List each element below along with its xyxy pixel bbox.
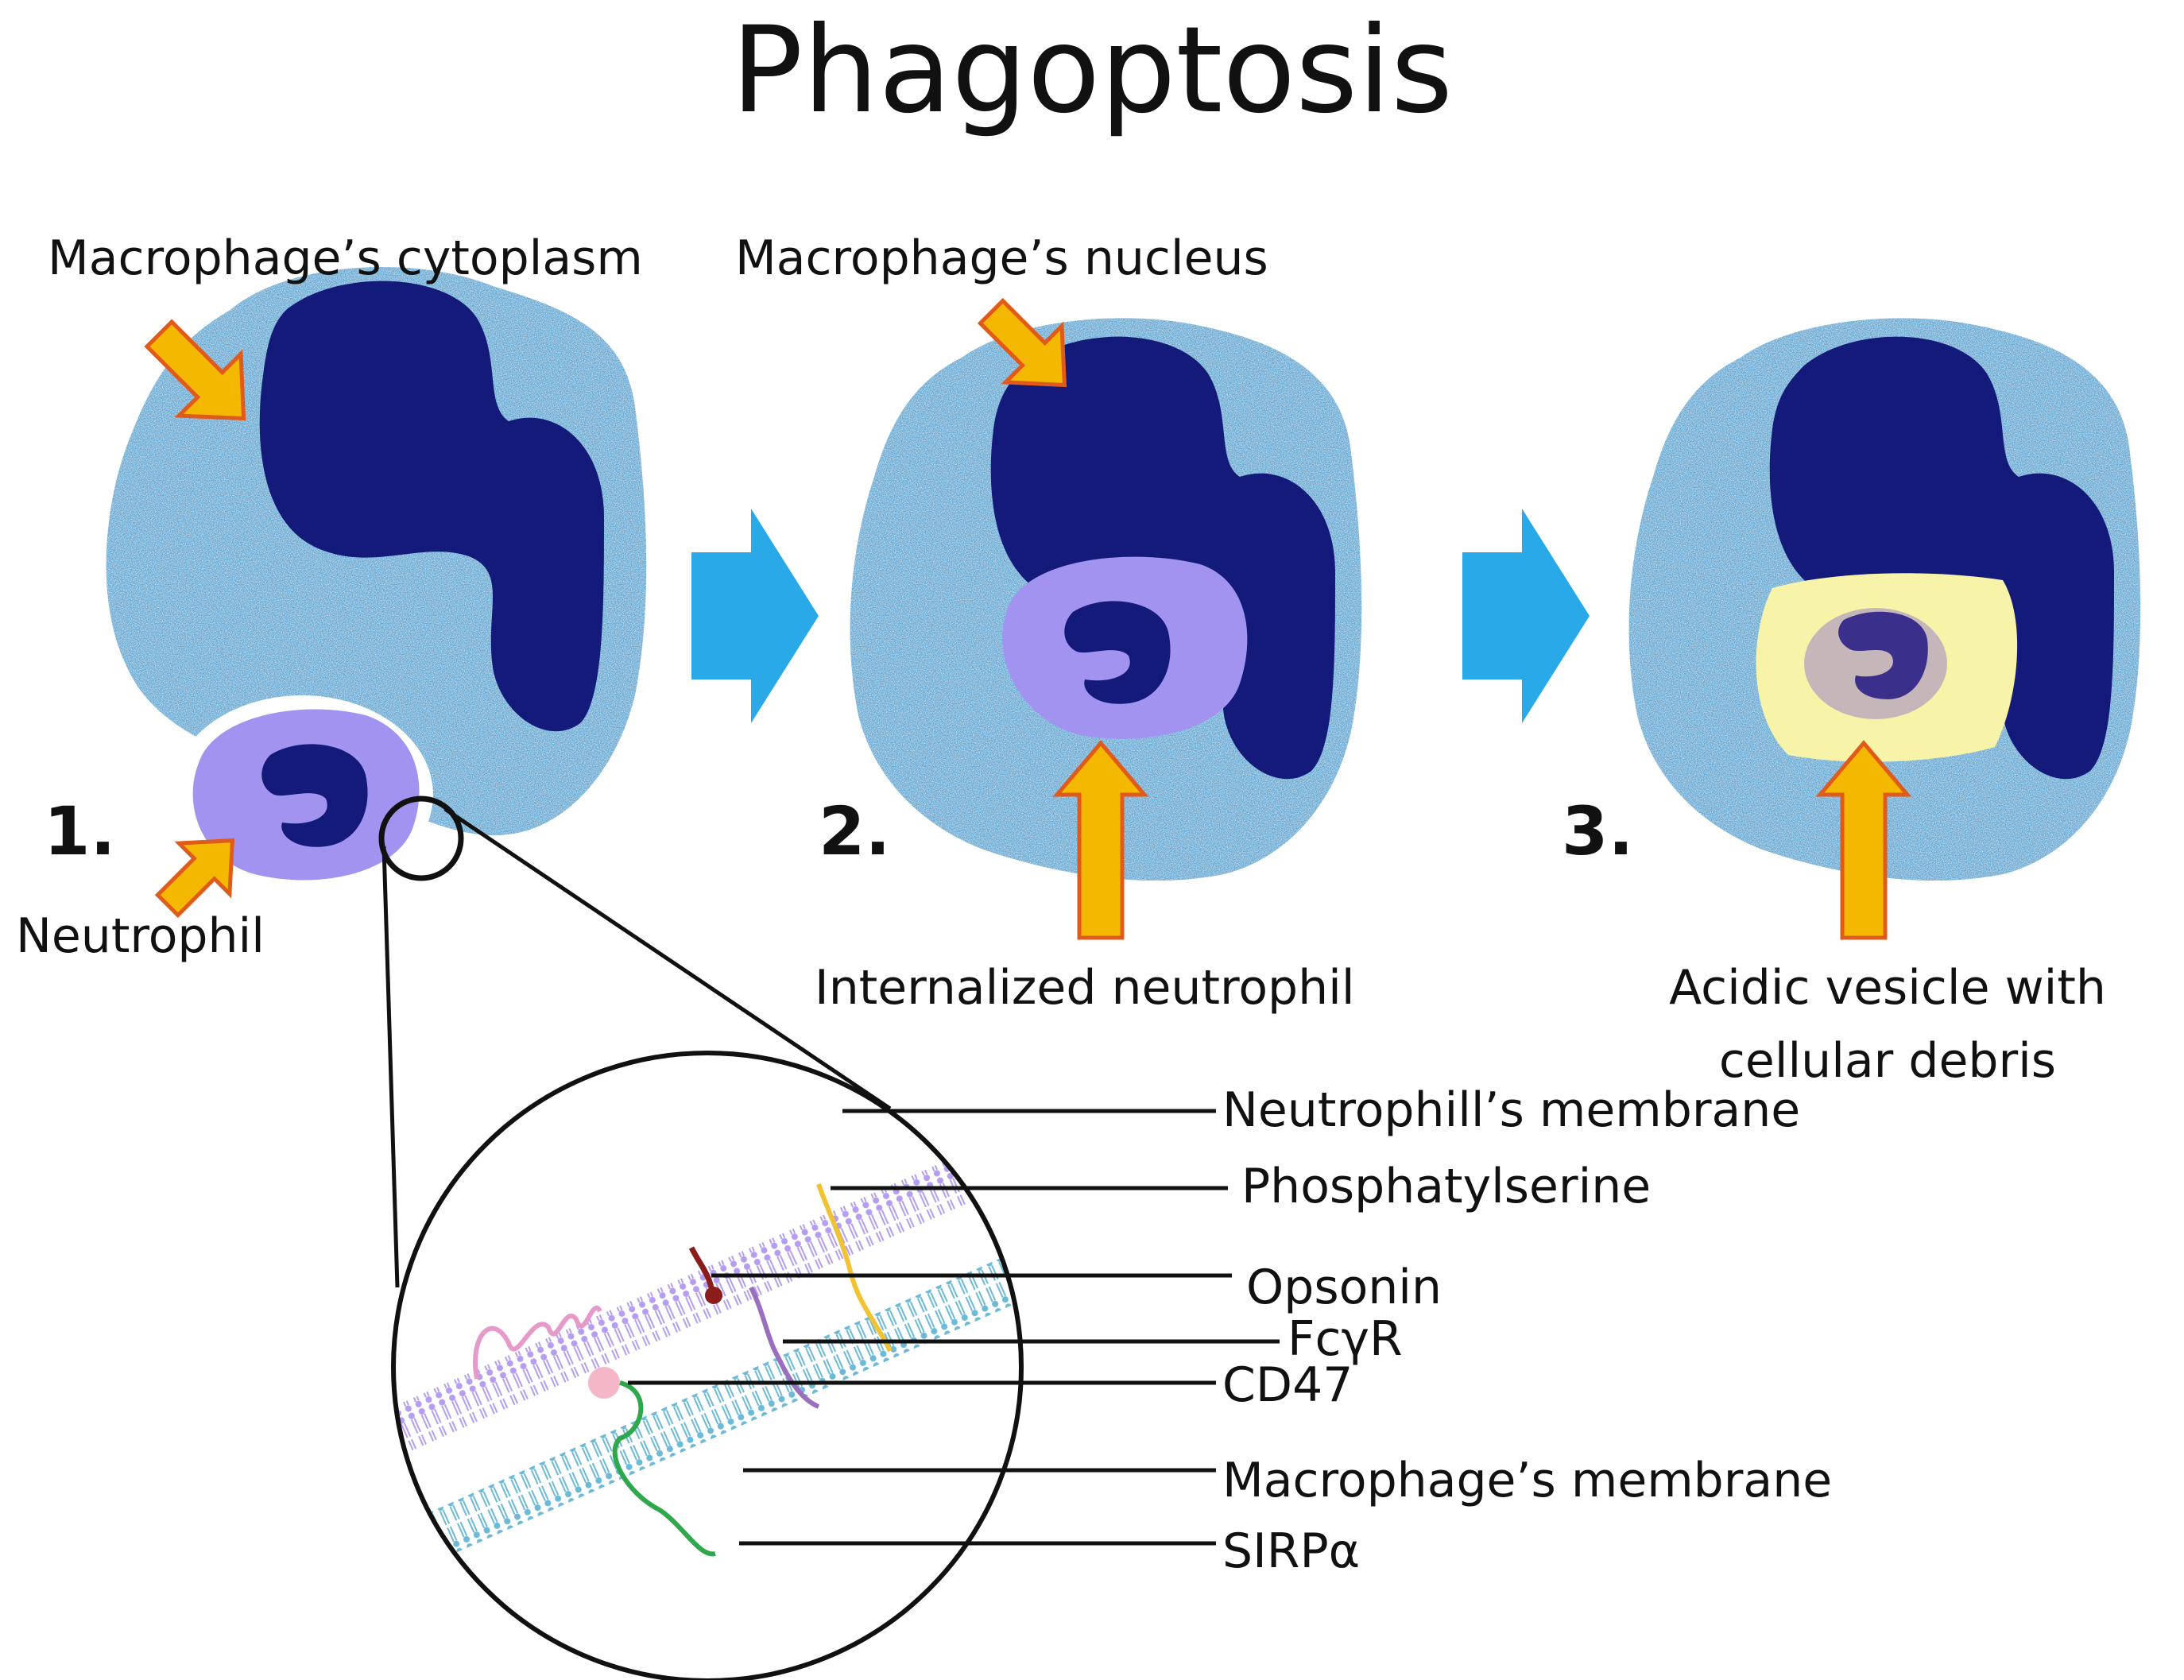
macrophage-nucleus-2: [990, 336, 1335, 780]
pointer-arrow-neutrophil: [154, 838, 235, 919]
macrophage-nucleus-3: [1769, 336, 2114, 780]
sirpa-protein: [612, 1380, 716, 1557]
pointer-arrow-internalized: [1052, 740, 1149, 940]
pointer-arrow-cytoplasm: [144, 319, 246, 421]
diagram-title: Phagoptosis: [731, 2, 1453, 140]
label-sirpa: SIRPα: [1222, 1523, 1360, 1579]
label-fcgr: FcγR: [1288, 1311, 1403, 1367]
cd47-head: [588, 1367, 620, 1399]
internalized-neutrophil-nucleus: [1064, 601, 1171, 704]
label-macrophage-membrane: Macrophage’s membrane: [1222, 1453, 1832, 1508]
label-acidic-vesicle-line1: Acidic vesicle with: [1669, 960, 2106, 1016]
stage-2-macrophage: [850, 318, 1362, 881]
cd47-protein: [473, 1306, 602, 1380]
zoom-connector-left: [381, 846, 400, 1288]
opsonin-molecule: [688, 1246, 714, 1288]
step-arrow-1: [691, 509, 819, 723]
neutrophil-1: [192, 709, 420, 881]
label-neutrophil: Neutrophil: [16, 908, 265, 964]
label-macrophage-cytoplasm: Macrophage’s cytoplasm: [48, 230, 643, 286]
pointer-arrow-vesicle: [1815, 740, 1912, 940]
zoom-inset-content: [393, 1053, 1021, 1680]
cellular-debris: [1838, 611, 1928, 699]
neutrophil-membrane-bilayer: [393, 1109, 1021, 1492]
label-internalized-neutrophil: Internalized neutrophil: [815, 960, 1354, 1016]
zoom-inset-circle: [391, 1051, 1024, 1680]
step-arrow-2: [1462, 509, 1590, 723]
label-phosphatidylserine: Phosphatylserine: [1241, 1159, 1651, 1214]
stage-1-number: 1.: [44, 792, 115, 870]
stage-3-macrophage: [1628, 318, 2141, 881]
phosphatidylserine-molecule: [816, 1183, 893, 1353]
fcgr-protein: [749, 1286, 820, 1409]
neutrophil-1-nucleus: [261, 744, 368, 847]
zoom-connector-right: [443, 807, 892, 1111]
stage-3-number: 3.: [1562, 792, 1633, 870]
zoom-origin-circle: [378, 795, 464, 881]
pointer-arrow-nucleus: [977, 297, 1067, 388]
opsonin-head: [705, 1287, 722, 1304]
label-macrophage-nucleus: Macrophage’s nucleus: [735, 230, 1268, 286]
label-acidic-vesicle-line2: cellular debris: [1719, 1033, 2056, 1089]
macrophage-membrane-bilayer: [393, 1210, 1021, 1594]
label-opsonin: Opsonin: [1246, 1260, 1442, 1315]
macrophage-nucleus: [259, 281, 604, 732]
label-cd47: CD47: [1222, 1357, 1353, 1413]
label-neutrophil-membrane: Neutrophill’s membrane: [1222, 1082, 1800, 1138]
stage-2-number: 2.: [819, 792, 890, 870]
